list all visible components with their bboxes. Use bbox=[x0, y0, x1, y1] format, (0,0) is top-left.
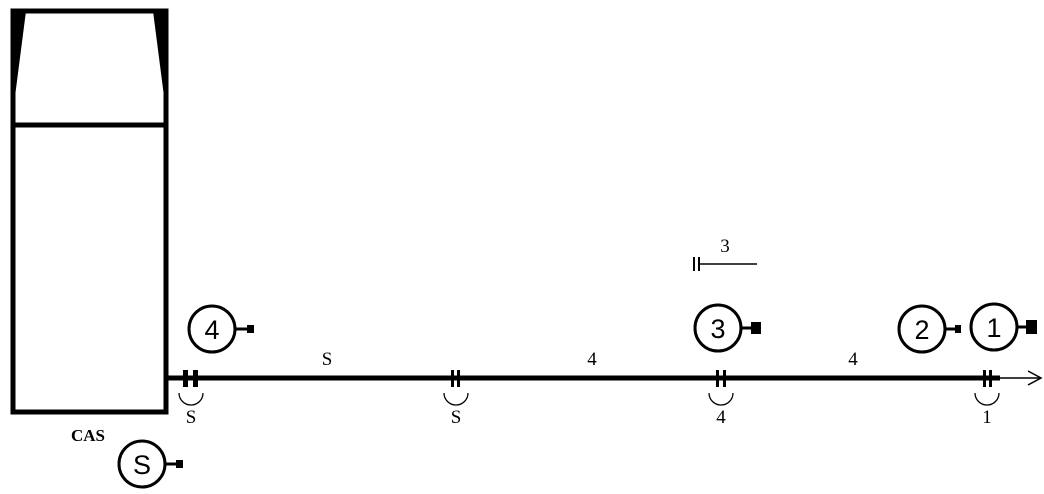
segment-label: 4 bbox=[848, 349, 858, 370]
signal-lamp bbox=[955, 325, 961, 333]
station-label: CAS bbox=[71, 426, 105, 445]
station-outline bbox=[10, 8, 169, 415]
legend-symbol: 3 bbox=[693, 236, 757, 271]
joint-bar-right bbox=[193, 370, 198, 387]
segment-label: 4 bbox=[587, 349, 597, 370]
signal-2: 2 bbox=[897, 304, 961, 354]
joint-bar-right bbox=[457, 370, 460, 387]
joint-2: S bbox=[443, 370, 469, 428]
joint-bar-left bbox=[183, 370, 188, 387]
signal-lamp bbox=[247, 325, 254, 333]
signal-4: 4 bbox=[187, 304, 254, 354]
signal-lamp bbox=[176, 460, 183, 468]
legend-bar-left bbox=[693, 257, 695, 271]
direction-arrow-icon bbox=[1027, 370, 1043, 386]
joint-3: 4 bbox=[708, 370, 734, 428]
joint-bar-left bbox=[451, 370, 454, 387]
legend-bar-right bbox=[698, 257, 700, 271]
roof-left-wedge bbox=[13, 11, 26, 112]
joint-label: 4 bbox=[716, 407, 726, 428]
track-circuit-arc-icon bbox=[443, 392, 469, 406]
joint-label: S bbox=[451, 407, 462, 428]
joint-label: S bbox=[186, 407, 197, 428]
signal-letter: S bbox=[133, 450, 151, 480]
joint-bar-right bbox=[989, 370, 992, 387]
joint-1: S bbox=[178, 370, 204, 428]
track-circuit-arc-icon bbox=[974, 392, 1000, 406]
signal-lamp bbox=[751, 322, 761, 334]
joint-bar-right bbox=[723, 370, 726, 387]
joint-label: 1 bbox=[982, 407, 992, 428]
joint-4: 1 bbox=[974, 370, 1000, 428]
signal-number: 1 bbox=[986, 313, 1001, 343]
signal-3: 3 bbox=[693, 303, 761, 353]
joint-bar-left bbox=[983, 370, 986, 387]
signal-s: S bbox=[117, 439, 183, 489]
roof-right-wedge bbox=[153, 11, 166, 112]
joint-bar-left bbox=[716, 370, 719, 387]
track-circuit-arc-icon bbox=[178, 392, 204, 406]
signal-number: 2 bbox=[914, 315, 929, 345]
signal-lamp bbox=[1026, 320, 1037, 334]
signal-1: 1 bbox=[969, 302, 1037, 352]
legend-label: 3 bbox=[720, 236, 730, 257]
main-track bbox=[166, 370, 1043, 386]
station-building: CAS bbox=[10, 8, 169, 445]
signal-number: 3 bbox=[710, 314, 725, 344]
segment-label: S bbox=[322, 349, 333, 370]
signal-number: 4 bbox=[204, 315, 219, 345]
track-circuit-arc-icon bbox=[708, 392, 734, 406]
